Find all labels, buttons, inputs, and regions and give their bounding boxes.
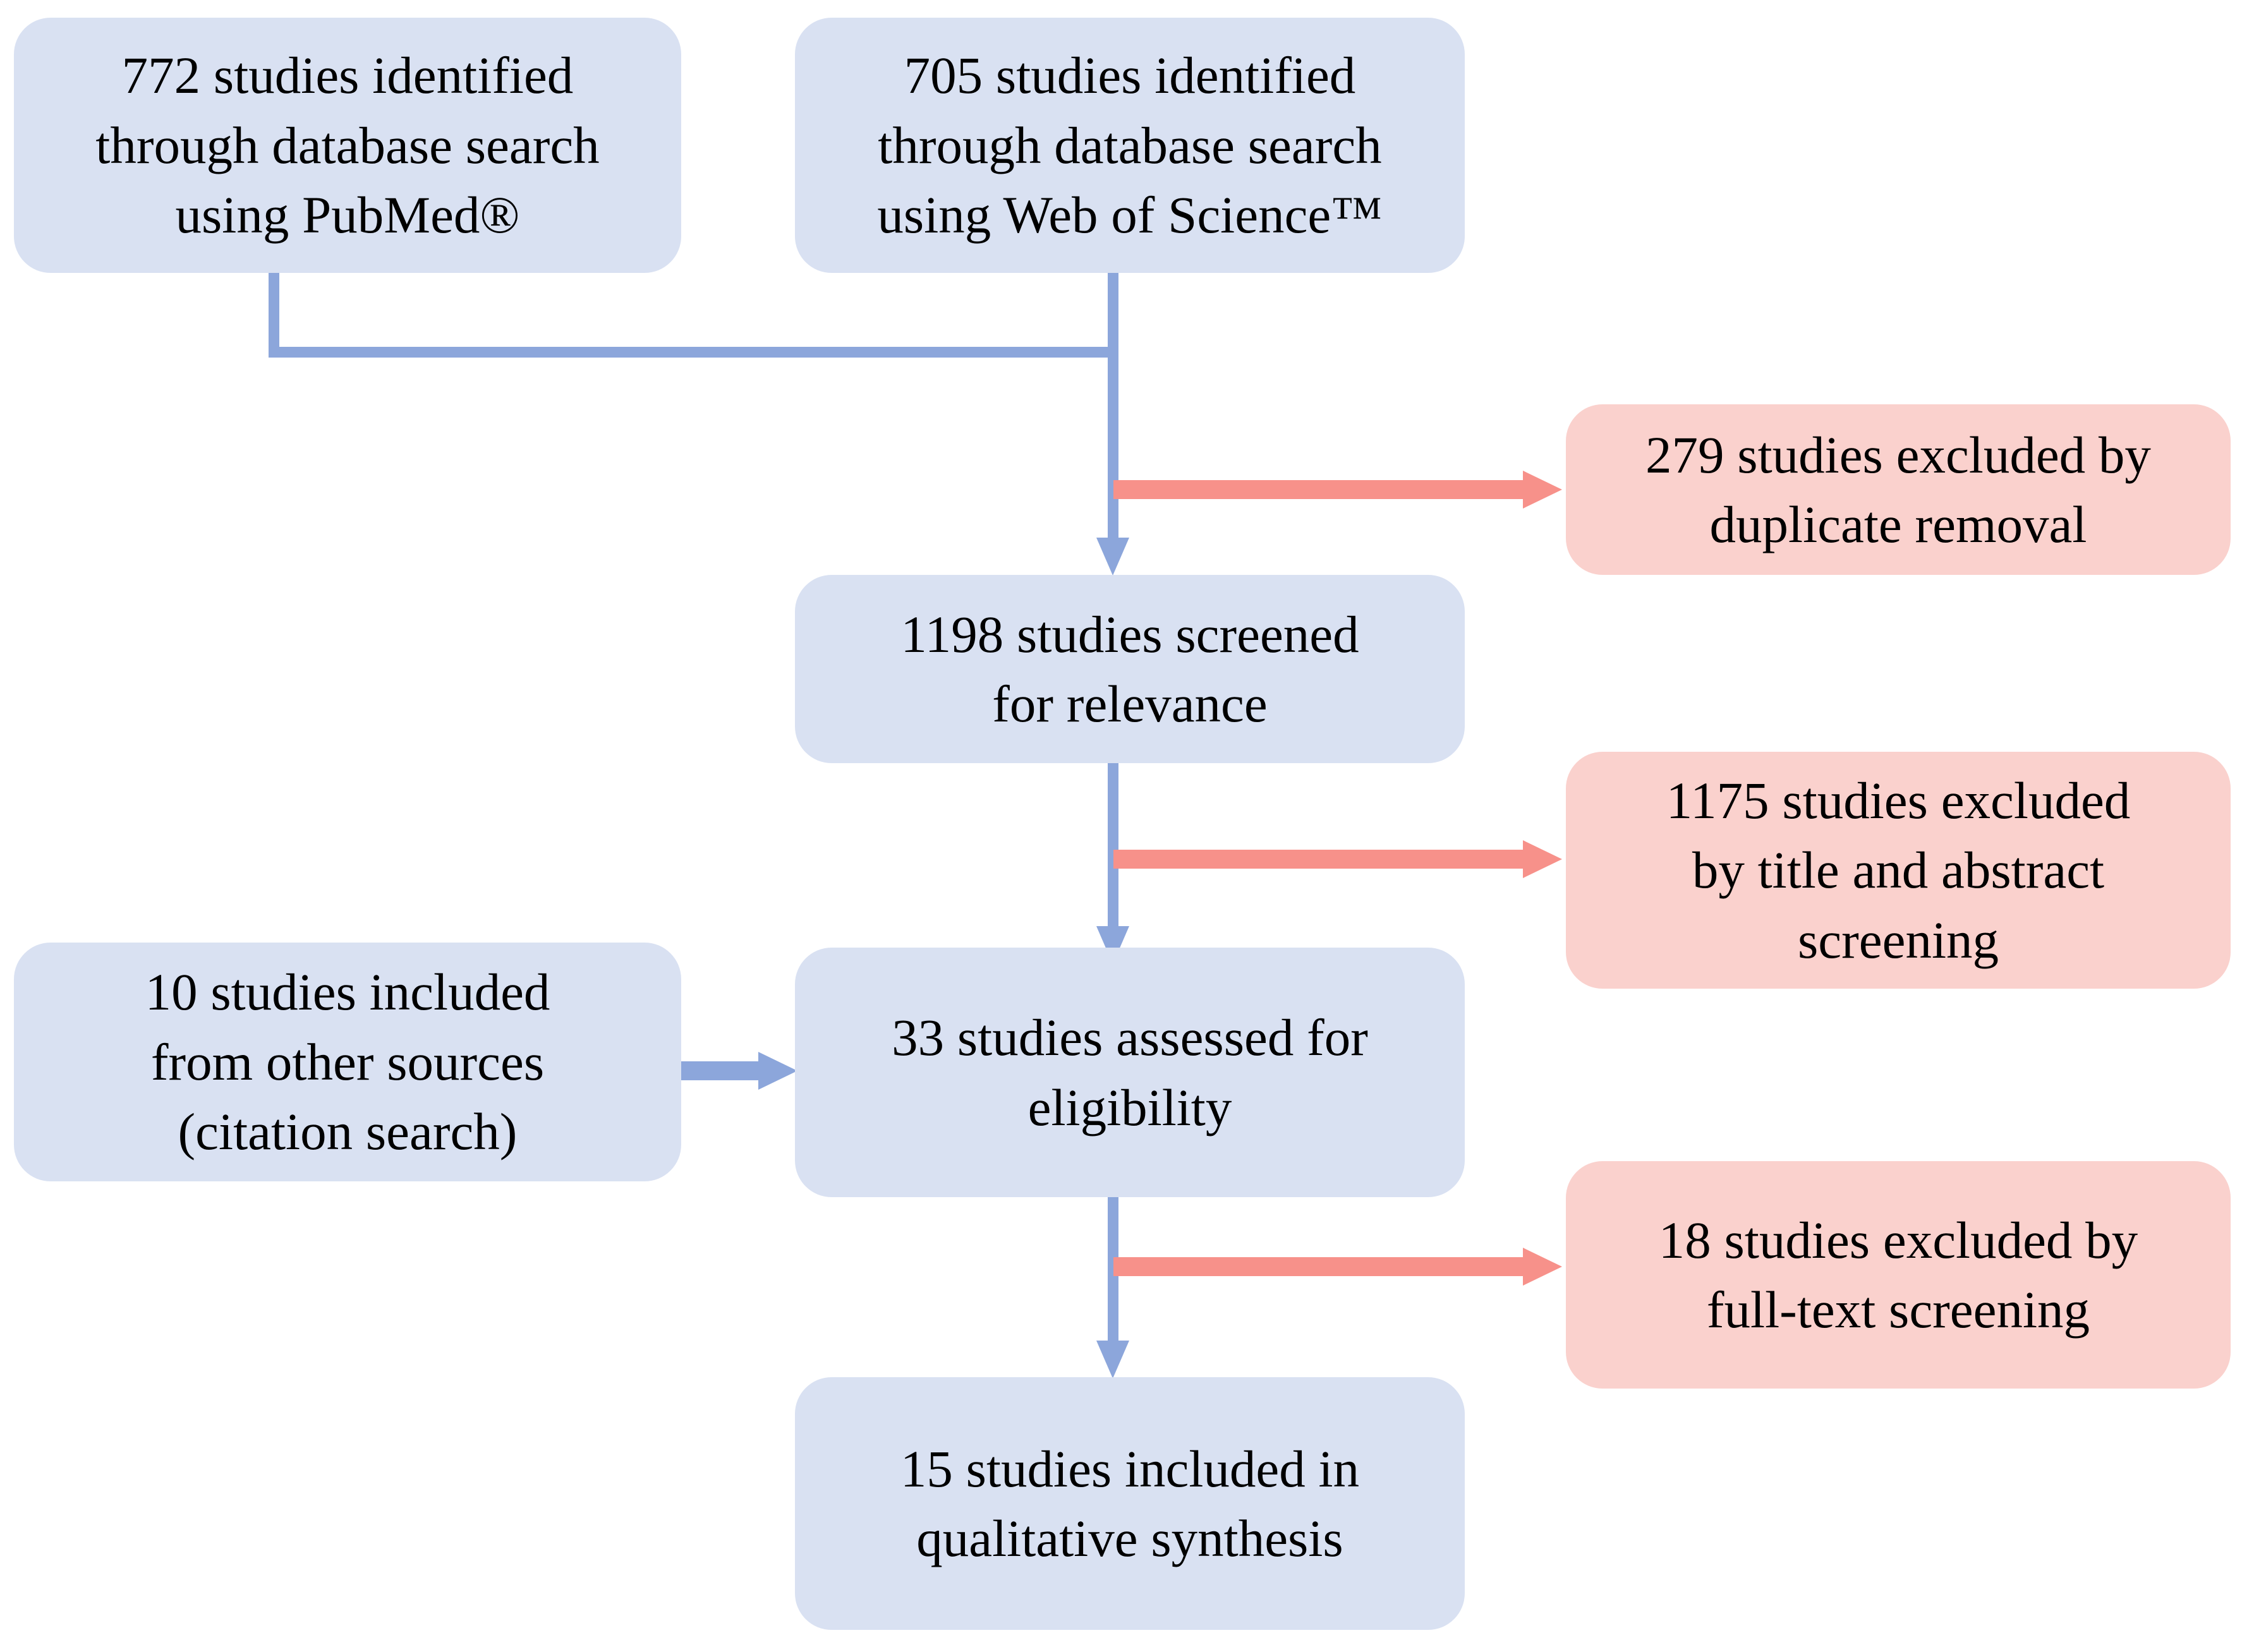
- node-excluded-title-abstract: 1175 studies excluded by title and abstr…: [1566, 752, 2231, 989]
- node-studies-screened: 1198 studies screened for relevance: [795, 575, 1465, 763]
- connector-to-fulltext: [1113, 1257, 1524, 1276]
- node-source-web-of-science: 705 studies identified through database …: [795, 18, 1465, 273]
- connector-merge-bar: [269, 347, 1118, 358]
- node-excluded-duplicate-removal: 279 studies excluded by duplicate remova…: [1566, 404, 2231, 575]
- arrowhead-other-sources-to-assessed: [758, 1052, 797, 1090]
- node-excluded-full-text: 18 studies excluded by full-text screeni…: [1566, 1161, 2231, 1389]
- node-source-pubmed: 772 studies identified through database …: [14, 18, 681, 273]
- arrowhead-to-included: [1096, 1341, 1129, 1378]
- connector-pubmed-stem: [269, 272, 279, 358]
- connector-assessed-to-included: [1108, 1197, 1118, 1342]
- arrowhead-to-duplicates: [1523, 471, 1562, 509]
- connector-other-sources-to-assessed: [681, 1061, 760, 1080]
- node-included-qualitative-synthesis: 15 studies included in qualitative synth…: [795, 1377, 1465, 1630]
- node-other-sources: 10 studies included from other sources (…: [14, 943, 681, 1181]
- arrowhead-to-title-abstract: [1523, 840, 1562, 878]
- connector-wos-stem: [1108, 272, 1118, 358]
- connector-screened-to-assessed: [1108, 761, 1118, 928]
- connector-trunk-to-screened: [1108, 347, 1118, 540]
- connector-to-title-abstract: [1113, 850, 1524, 869]
- arrowhead-to-screened: [1096, 538, 1129, 576]
- node-studies-assessed: 33 studies assessed for eligibility: [795, 948, 1465, 1197]
- arrowhead-to-fulltext: [1523, 1248, 1562, 1286]
- connector-to-duplicates: [1113, 480, 1524, 499]
